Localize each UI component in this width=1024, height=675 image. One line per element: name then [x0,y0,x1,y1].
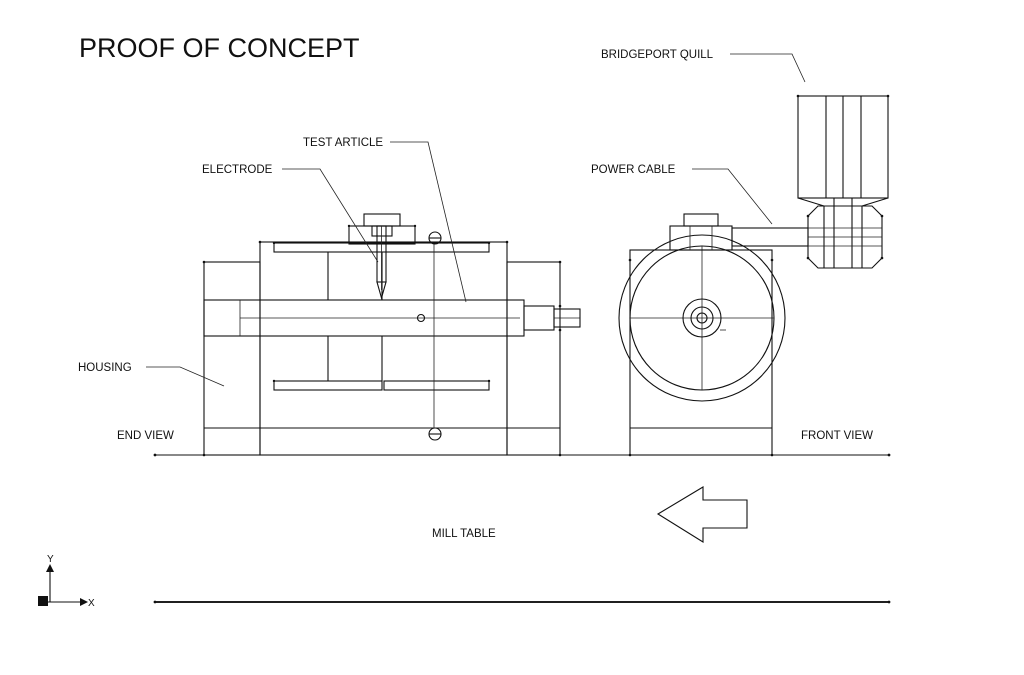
electrode-holder-top [363,213,401,227]
label-mill-table: MILL TABLE [432,528,496,540]
front-pedestal [629,249,773,456]
front-hub-inner [690,306,714,330]
leader-lines [146,53,806,387]
lower-clamp-bar-left [273,380,383,391]
left-end-block [203,261,261,456]
label-housing: HOUSING [78,362,132,374]
mill-table-direction-arrow [656,486,748,543]
drawing-title: PROOF OF CONCEPT [79,33,360,63]
bridgeport-quill [731,94,890,269]
label-electrode: ELECTRODE [202,164,273,176]
label-test-article: TEST ARTICLE [303,137,383,149]
housing-body [259,241,508,456]
label-power-cable: POWER CABLE [591,164,676,176]
right-end-block [506,261,561,456]
power-cable-linkage [731,227,809,247]
front-view-assembly [618,213,786,457]
front-hub-outer [682,298,722,338]
label-bridgeport-quill: BRIDGEPORT QUILL [601,49,714,61]
axis-origin-marker [38,596,48,606]
front-outer-ring [618,234,786,402]
electrode-holder-base [348,225,416,245]
axis-x-label: X [88,598,95,609]
label-end-view: END VIEW [117,430,174,442]
lower-clamp-bar-right [383,380,490,391]
article-center-hole [416,313,426,323]
axis-triad: Y X [38,554,95,609]
label-front-view: FRONT VIEW [801,430,873,442]
axis-y-label: Y [47,554,54,565]
end-view-assembly [202,213,581,457]
